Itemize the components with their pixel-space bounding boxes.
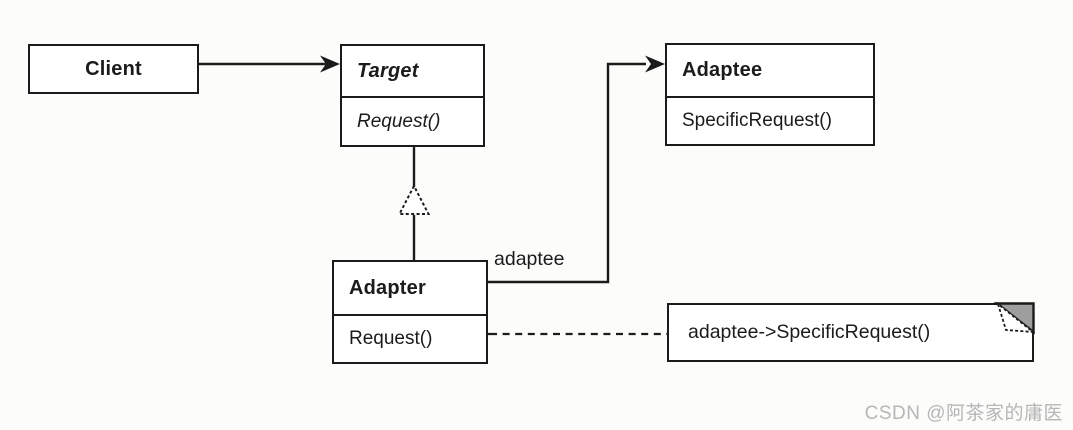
- class-box-adaptee: Adaptee SpecificRequest(): [665, 43, 875, 146]
- generalization-triangle-icon: [397, 183, 431, 215]
- class-box-target: Target Request(): [340, 44, 485, 147]
- watermark-text: CSDN @阿茶家的庸医: [864, 403, 1063, 424]
- class-name-client: Client: [85, 57, 142, 80]
- class-box-adapter: Adapter Request(): [332, 260, 488, 364]
- note-anchor-dashed-line: [456, 326, 667, 342]
- note-box: adaptee->SpecificRequest(): [667, 302, 1035, 362]
- arrowhead-icon: [645, 55, 665, 73]
- class-name-target: Target: [357, 59, 419, 82]
- generalization-adapter-target: [397, 147, 431, 260]
- arrowhead-icon: [320, 55, 340, 73]
- class-name-adaptee: Adaptee: [682, 59, 763, 81]
- note-text: adaptee->SpecificRequest(): [688, 321, 931, 343]
- class-name-adapter: Adapter: [349, 276, 426, 299]
- association-client-target: [199, 55, 340, 73]
- note-fold-icon: [993, 302, 1035, 335]
- operation-adaptee-specificrequest: SpecificRequest(): [667, 96, 873, 144]
- edge-label-adaptee: adaptee: [494, 248, 565, 270]
- operation-target-request: Request(): [342, 96, 483, 145]
- operation-adapter-request: Request(): [334, 314, 486, 362]
- class-box-client: Client: [28, 44, 199, 94]
